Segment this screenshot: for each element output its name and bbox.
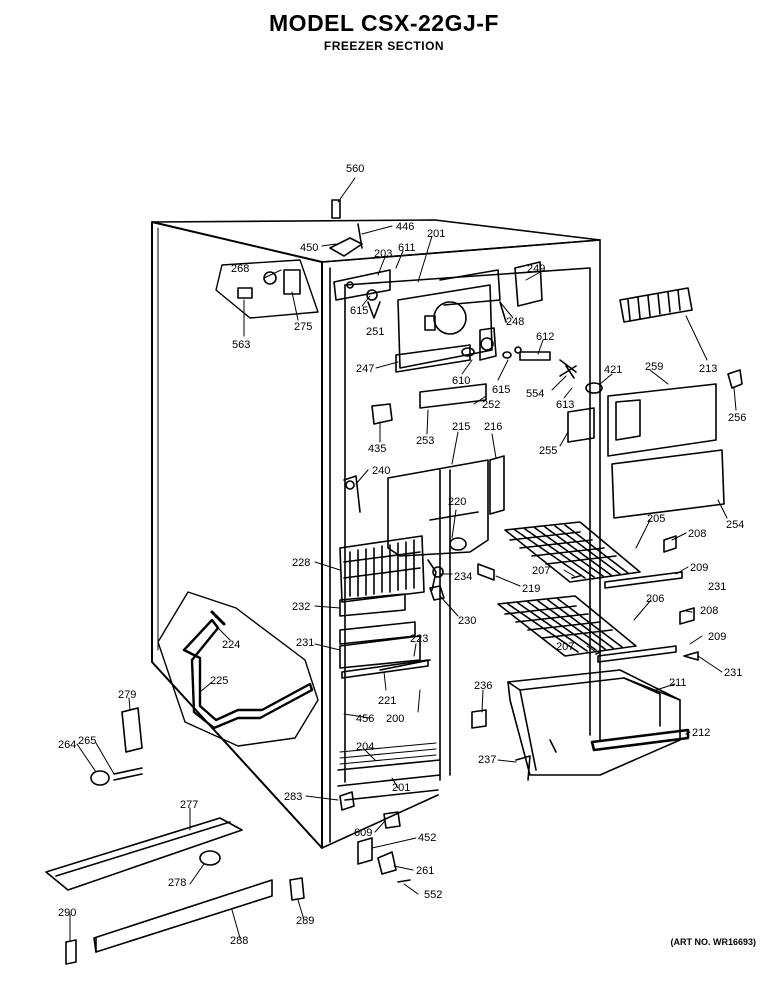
callout-610: 610 bbox=[452, 375, 470, 387]
callout-290: 290 bbox=[58, 907, 76, 919]
callout-220: 220 bbox=[448, 496, 466, 508]
callout-207: 207 bbox=[556, 641, 574, 653]
callout-228: 228 bbox=[292, 557, 310, 569]
callout-615: 615 bbox=[492, 384, 510, 396]
callout-278: 278 bbox=[168, 877, 186, 889]
callout-563: 563 bbox=[232, 339, 250, 351]
callout-277: 277 bbox=[180, 799, 198, 811]
callout-446: 446 bbox=[396, 221, 414, 233]
callout-225: 225 bbox=[210, 675, 228, 687]
callout-219: 219 bbox=[522, 583, 540, 595]
callout-240: 240 bbox=[372, 465, 390, 477]
callout-248: 248 bbox=[506, 316, 524, 328]
callout-613: 613 bbox=[556, 399, 574, 411]
art-number: (ART NO. WR16693) bbox=[670, 937, 756, 947]
callout-206: 206 bbox=[646, 593, 664, 605]
callout-253: 253 bbox=[416, 435, 434, 447]
heater-assembly bbox=[157, 591, 319, 747]
callout-452: 452 bbox=[418, 832, 436, 844]
callout-237: 237 bbox=[478, 754, 496, 766]
cabinet-shell bbox=[151, 219, 601, 849]
callout-236: 236 bbox=[474, 680, 492, 692]
evaporator-cover bbox=[343, 383, 505, 557]
page-title: MODEL CSX-22GJ-F bbox=[269, 10, 499, 36]
callout-208: 208 bbox=[688, 528, 706, 540]
callout-254: 254 bbox=[726, 519, 744, 531]
callout-279: 279 bbox=[118, 689, 136, 701]
evaporator-coil bbox=[339, 535, 425, 603]
freezer-basket bbox=[507, 669, 690, 776]
callout-275: 275 bbox=[294, 321, 312, 333]
callout-256: 256 bbox=[728, 412, 746, 424]
callout-609: 609 bbox=[354, 827, 372, 839]
callout-230: 230 bbox=[458, 615, 476, 627]
callout-231: 231 bbox=[708, 581, 726, 593]
callout-231: 231 bbox=[724, 667, 742, 679]
callout-283: 283 bbox=[284, 791, 302, 803]
callout-264: 264 bbox=[58, 739, 76, 751]
callout-252: 252 bbox=[482, 399, 500, 411]
control-panel-assembly bbox=[333, 261, 577, 379]
callout-207: 207 bbox=[532, 565, 550, 577]
callout-251: 251 bbox=[366, 326, 384, 338]
callout-255: 255 bbox=[539, 445, 557, 457]
callout-200: 200 bbox=[386, 713, 404, 725]
callout-223: 223 bbox=[410, 633, 428, 645]
callout-552: 552 bbox=[424, 889, 442, 901]
callout-231: 231 bbox=[296, 637, 314, 649]
wire-shelves bbox=[497, 521, 683, 663]
callout-289: 289 bbox=[296, 915, 314, 927]
freezer-lower-parts bbox=[339, 566, 445, 679]
callout-labels: 560 446 450 203 611 201 268 249 275 615 … bbox=[58, 163, 746, 947]
base-parts bbox=[45, 707, 411, 965]
callout-201: 201 bbox=[392, 782, 410, 794]
callout-265: 265 bbox=[78, 735, 96, 747]
callout-208: 208 bbox=[700, 605, 718, 617]
callout-435: 435 bbox=[368, 443, 386, 455]
callout-212: 212 bbox=[692, 727, 710, 739]
callout-205: 205 bbox=[647, 513, 665, 525]
callout-261: 261 bbox=[416, 865, 434, 877]
callout-288: 288 bbox=[230, 935, 248, 947]
callout-234: 234 bbox=[454, 571, 472, 583]
callout-259: 259 bbox=[645, 361, 663, 373]
callout-268: 268 bbox=[231, 263, 249, 275]
callout-615: 615 bbox=[350, 305, 368, 317]
callout-224: 224 bbox=[222, 639, 240, 651]
small-hardware bbox=[427, 535, 699, 781]
callout-612: 612 bbox=[536, 331, 554, 343]
callout-221: 221 bbox=[378, 695, 396, 707]
callout-213: 213 bbox=[699, 363, 717, 375]
callout-554: 554 bbox=[526, 388, 544, 400]
top-hinge-parts bbox=[215, 199, 363, 319]
callout-247: 247 bbox=[356, 363, 374, 375]
right-panels bbox=[567, 287, 743, 519]
callout-421: 421 bbox=[604, 364, 622, 376]
callout-204: 204 bbox=[356, 741, 374, 753]
callout-209: 209 bbox=[690, 562, 708, 574]
leader-lines bbox=[69, 177, 737, 941]
callout-216: 216 bbox=[484, 421, 502, 433]
callout-450: 450 bbox=[300, 242, 318, 254]
callout-249: 249 bbox=[527, 263, 545, 275]
callout-211: 211 bbox=[669, 677, 687, 689]
callout-215: 215 bbox=[452, 421, 470, 433]
callout-560: 560 bbox=[346, 163, 364, 175]
callout-611: 611 bbox=[398, 242, 416, 254]
page-subtitle: FREEZER SECTION bbox=[323, 39, 445, 53]
callout-232: 232 bbox=[292, 601, 310, 613]
callout-209: 209 bbox=[708, 631, 726, 643]
callout-201: 201 bbox=[427, 228, 445, 240]
callout-203: 203 bbox=[374, 248, 392, 260]
callout-456: 456 bbox=[356, 713, 374, 725]
